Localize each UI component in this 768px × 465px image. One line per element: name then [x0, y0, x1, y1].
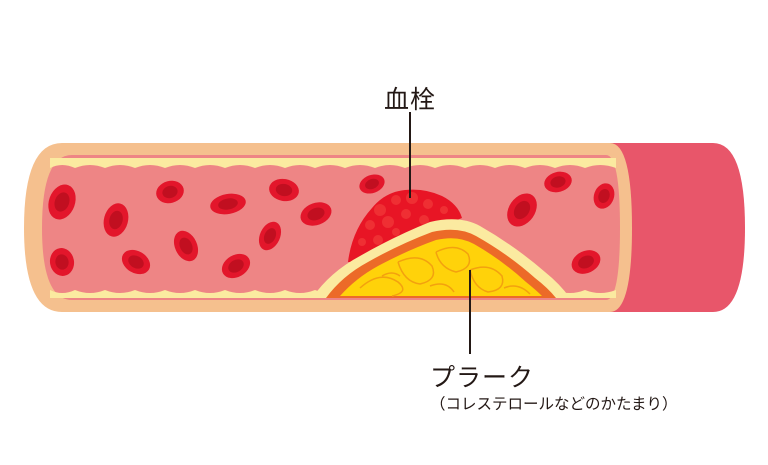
plaque-label: プラーク: [430, 363, 535, 392]
plaque-core: [340, 238, 542, 296]
red-blood-cell-center: [179, 237, 193, 255]
red-blood-cell-center: [55, 254, 69, 270]
red-blood-cell-center: [228, 259, 244, 273]
red-blood-cell-center: [513, 200, 531, 220]
red-blood-cell-center: [598, 189, 610, 203]
plaque-note: （コレステロールなどのかたまり）: [430, 395, 678, 413]
red-blood-cell-center: [109, 210, 123, 230]
red-blood-cell-center: [263, 228, 277, 244]
plaque: [312, 219, 570, 298]
red-blood-cells: [48, 171, 615, 279]
red-blood-cell-center: [162, 185, 178, 199]
red-blood-cell-center: [218, 198, 238, 210]
red-blood-cell-center: [550, 176, 566, 188]
red-blood-cell-center: [54, 192, 70, 212]
thrombus-label: 血栓: [384, 85, 437, 114]
red-blood-cell-center: [275, 183, 293, 197]
red-blood-cell-center: [365, 178, 379, 190]
intima-top: [50, 158, 616, 168]
red-blood-cell-center: [578, 255, 594, 269]
thrombus: [348, 189, 462, 262]
red-blood-cell-center: [128, 255, 144, 269]
red-blood-cell-center: [307, 207, 325, 221]
